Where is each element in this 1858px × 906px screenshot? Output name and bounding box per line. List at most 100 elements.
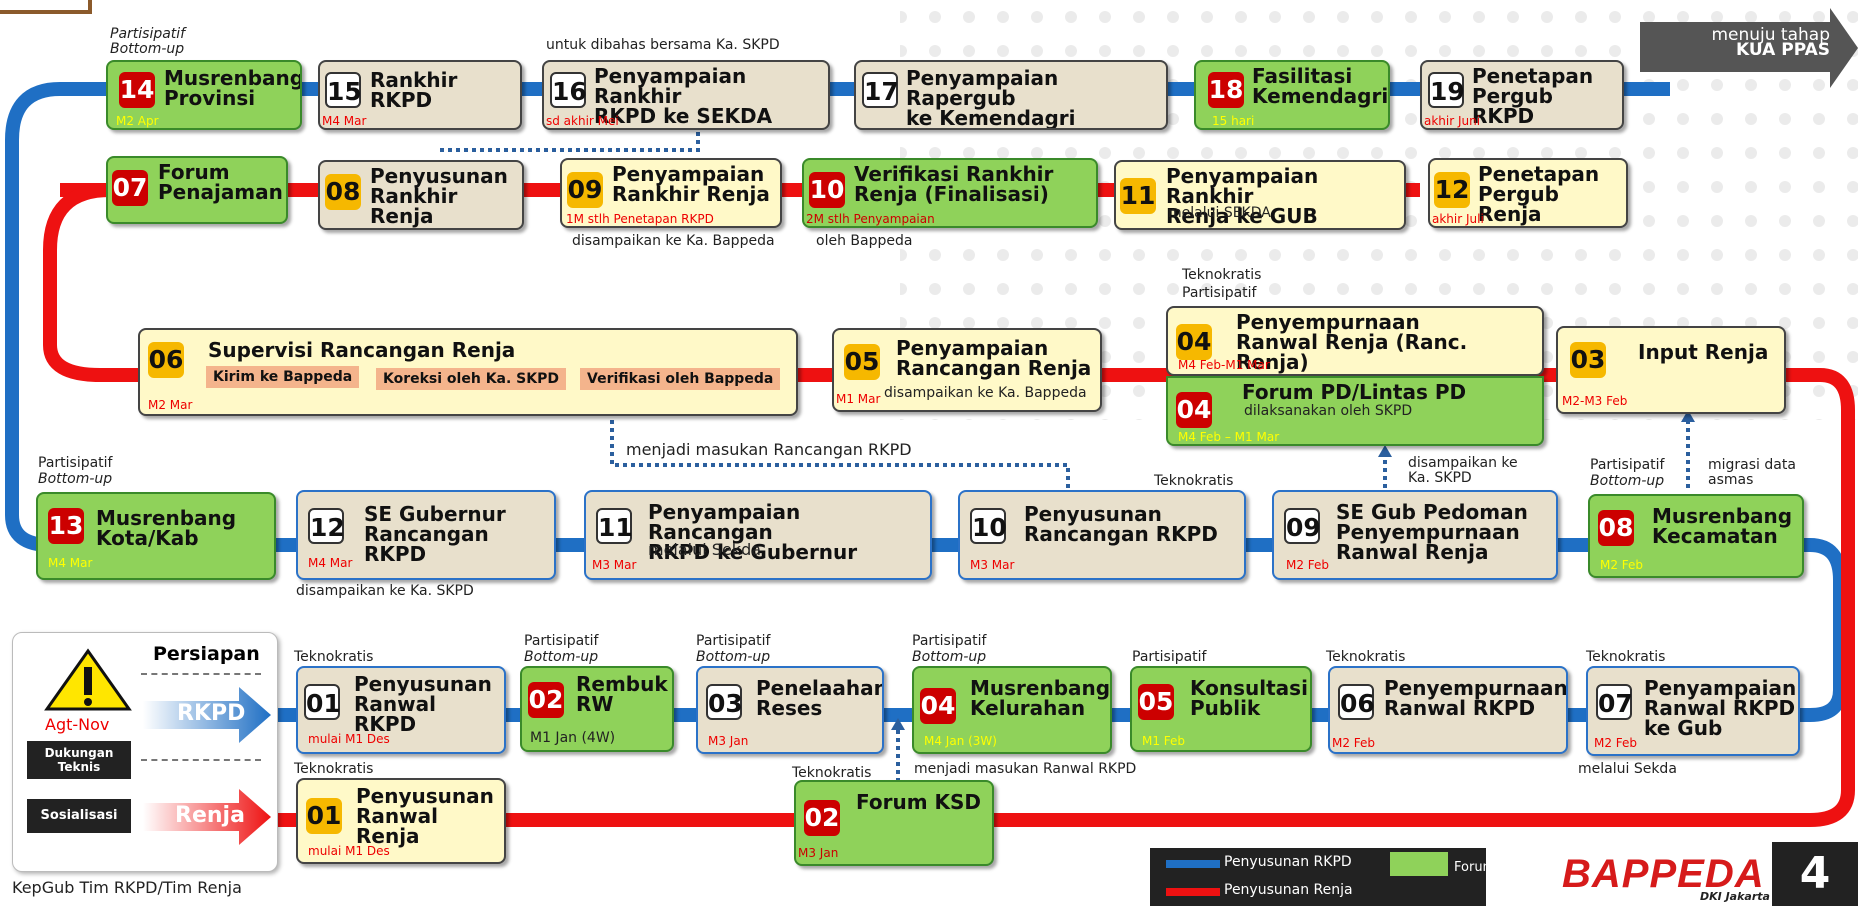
- step-date: M2 Feb: [1600, 558, 1644, 572]
- rkpd-label: RKPD: [177, 701, 246, 726]
- step-title: SE Gubernur Rancangan RKPD: [364, 502, 506, 566]
- step-date: M2-M3 Feb: [1562, 394, 1628, 408]
- step-date: 15 hari: [1212, 114, 1255, 128]
- step-number: 11: [1120, 178, 1156, 214]
- renja-arrow: [143, 789, 271, 845]
- step-03-input-renja: 03 Input Renja M2-M3 Feb: [1556, 326, 1786, 414]
- step-title: Rembuk RW: [576, 672, 668, 716]
- step-date: M2 Feb: [1286, 558, 1330, 572]
- preparation-period: Agt-Nov: [45, 715, 110, 734]
- category-label: Partisipatif: [38, 455, 113, 471]
- rkpd-arrow: [143, 687, 271, 743]
- step-09-penyampaian-rankhir-renja: 09 Penyampaian Rankhir Renja 1M stlh Pen…: [560, 158, 782, 228]
- step-date: M4 Mar: [308, 556, 353, 570]
- step-number: 12: [1434, 172, 1470, 208]
- category-label: Bottom-up: [696, 649, 771, 665]
- step-number: 04: [920, 688, 956, 724]
- step-note: melalui Sekda: [1578, 761, 1677, 777]
- step-number: 15: [325, 72, 362, 108]
- page-number: 4: [1772, 842, 1858, 906]
- step-15-rankhir-rkpd: 15 Rankhir RKPD M4 Mar: [318, 60, 522, 130]
- step-date: mulai M1 Des: [308, 844, 390, 858]
- step-title: Penyempurnaan Ranwal RKPD: [1384, 676, 1568, 720]
- step-number: 18: [1208, 72, 1244, 108]
- step-17-rapergub: 17 Penyampaian Rapergub ke Kemendagri: [854, 60, 1168, 130]
- category-label: Partisipatif: [1132, 649, 1207, 665]
- step-subtext: dilaksanakan oleh SKPD: [1244, 403, 1413, 419]
- step-title: SE Gub Pedoman Penyempurnaan Ranwal Renj…: [1336, 500, 1528, 564]
- step-date: M3 Mar: [592, 558, 637, 572]
- step-07-penyampaian-ranwal-rkpd: 07 Penyampaian Ranwal RKPD ke Gub M2 Feb: [1586, 666, 1800, 756]
- legend-label-rkpd: Penyusunan RKPD: [1224, 854, 1352, 870]
- step-note: disampaikan ke Ka. Bappeda: [572, 233, 775, 249]
- step-14-musrenbang-provinsi: 14 Musrenbang Provinsi M2 Apr: [106, 60, 302, 130]
- step-19-pergub-rkpd: 19 Penetapan Pergub RKPD akhir Juni: [1420, 60, 1624, 130]
- category-label: Bottom-up: [524, 649, 599, 665]
- step-title: Forum PD/Lintas PD: [1242, 380, 1467, 404]
- category-label: Teknokratis: [1586, 649, 1666, 665]
- divider: [141, 759, 261, 761]
- category-label: Partisipatif: [1182, 285, 1257, 301]
- dukungan-teknis-label: Dukungan Teknis: [27, 741, 131, 779]
- category-label: Partisipatif: [524, 633, 599, 649]
- legend-swatch-forum: [1390, 852, 1448, 876]
- step-number: 16: [550, 72, 587, 108]
- category-label: Partisipatif: [912, 633, 987, 649]
- step-title: Penelaahan Reses: [756, 676, 884, 720]
- step-title: Musrenbang Kelurahan: [970, 676, 1111, 720]
- step-number: 02: [804, 800, 840, 836]
- substep-chip: Verifikasi oleh Bappeda: [580, 368, 781, 390]
- step-title: Penyusunan Rankhir Renja: [370, 164, 508, 228]
- logo-subtitle: DKI Jakarta: [1700, 890, 1770, 903]
- step-date: akhir Juli: [1432, 212, 1484, 226]
- step-date: M4 Feb – M1 Mar: [1178, 430, 1280, 444]
- connector-note: menjadi masukan Ranwal RKPD: [914, 761, 1137, 777]
- step-title: Penetapan Pergub Renja: [1478, 162, 1600, 226]
- legend-swatch-rkpd: [1166, 860, 1220, 868]
- step-date: M4 Feb-M1 Mar: [1178, 358, 1270, 372]
- step-title: Penyampaian Rancangan RKPD ke Gubernur: [648, 500, 858, 564]
- step-title: Forum KSD: [856, 790, 981, 814]
- category-label: Teknokratis: [294, 649, 374, 665]
- step-number: 07: [1596, 684, 1633, 720]
- legend-swatch-renja: [1166, 888, 1220, 896]
- step-05-penyampaian-rancangan-renja: 05 Penyampaian Rancangan Renja M1 Mar di…: [832, 328, 1102, 412]
- step-title: Penyampaian Rancangan Renja: [896, 336, 1092, 380]
- step-note: disampaikan ke Ka. SKPD: [1408, 455, 1518, 486]
- step-number: 06: [148, 342, 184, 378]
- preparation-panel: Persiapan Agt-Nov RKPD Dukungan Teknis S…: [12, 632, 278, 872]
- step-11-penyampaian-rancangan-rkpd: 11 Penyampaian Rancangan RKPD ke Gubernu…: [584, 490, 932, 580]
- step-date: M2 Feb: [1594, 736, 1638, 750]
- step-date: M1 Mar: [836, 392, 881, 406]
- step-number: 04: [1176, 324, 1212, 360]
- step-number: 13: [48, 508, 84, 544]
- step-12-se-gubernur: 12 SE Gubernur Rancangan RKPD M4 Mar: [296, 490, 556, 580]
- step-number: 07: [112, 170, 148, 206]
- substep-chip: Kirim ke Bappeda: [206, 366, 360, 388]
- step-02-rembuk-rw: 02 Rembuk RW M1 Jan (4W): [520, 666, 674, 752]
- step-date: M1 Jan (4W): [530, 730, 616, 746]
- step-note: oleh Bappeda: [816, 233, 913, 249]
- step-title: Penyampaian Rankhir Renja ke GUB: [1166, 164, 1319, 228]
- bappeda-logo: BAPPEDA: [1562, 852, 1765, 896]
- step-title: Penetapan Pergub RKPD: [1472, 64, 1594, 128]
- step-date: M4 Jan (3W): [924, 734, 997, 748]
- step-subtext: melalui Sekda: [648, 540, 762, 559]
- legend-label-renja: Penyusunan Renja: [1224, 882, 1353, 898]
- step-title: Verifikasi Rankhir Renja (Finalisasi): [854, 162, 1054, 206]
- step-date: 2M stlh Penyampaian: [806, 212, 935, 226]
- step-date: M4 Mar: [322, 114, 367, 128]
- step-title: Forum Penajaman: [158, 160, 283, 204]
- step-number: 01: [306, 798, 342, 834]
- step-number: 08: [1598, 510, 1634, 546]
- step-07-forum-penajaman: 07 Forum Penajaman: [106, 156, 288, 224]
- step-number: 01: [304, 684, 341, 720]
- category-label: Teknokratis: [1182, 267, 1262, 283]
- category-label: Bottom-up: [912, 649, 987, 665]
- step-number: 09: [567, 172, 603, 208]
- step-title: Penyusunan Ranwal RKPD: [354, 672, 492, 736]
- step-number: 03: [1570, 342, 1606, 378]
- step-title: Penyampaian Rankhir Renja: [612, 162, 770, 206]
- category-label: Teknokratis: [1154, 473, 1234, 489]
